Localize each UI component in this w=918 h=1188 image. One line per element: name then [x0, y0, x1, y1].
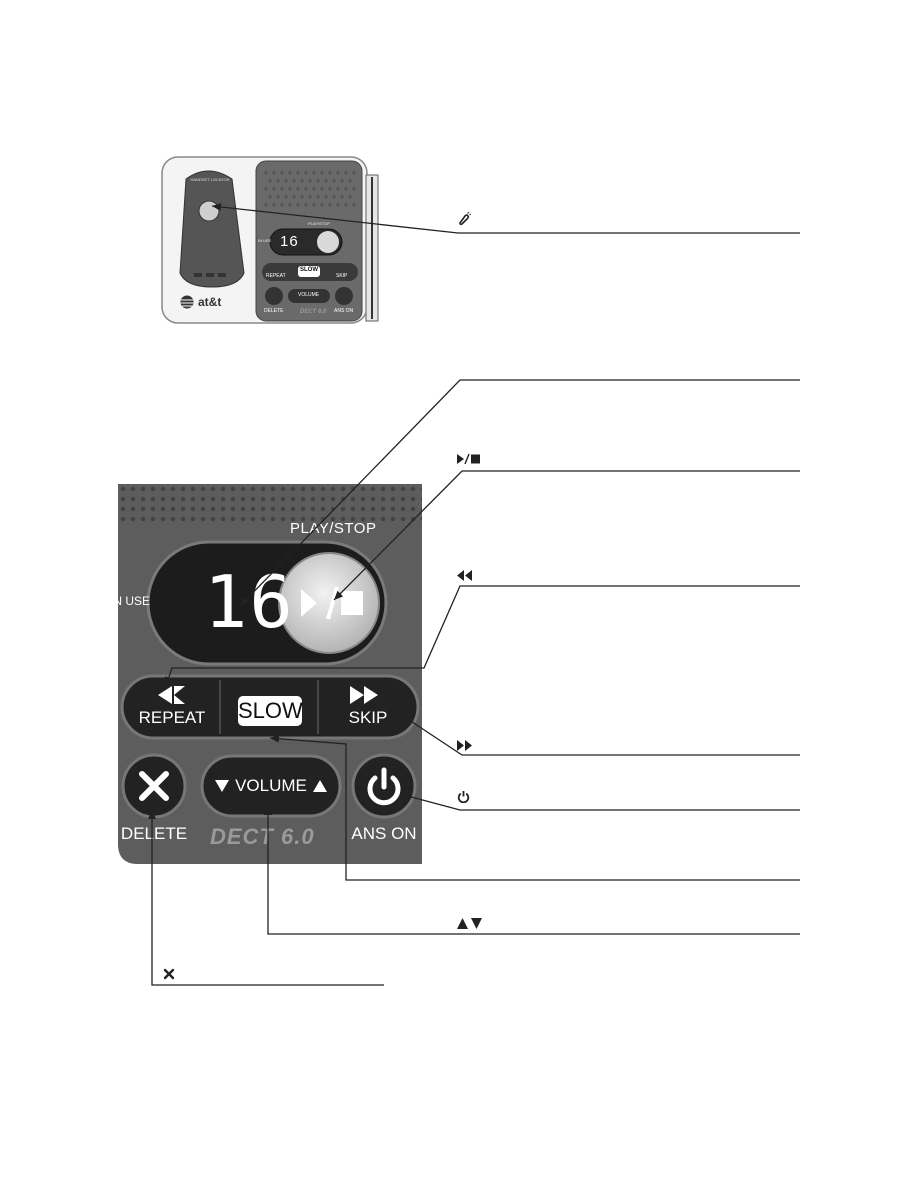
handset-locator-icon	[459, 211, 472, 226]
callout-line-slow	[269, 734, 800, 881]
callout-icon-volume	[457, 916, 483, 934]
answer-on-button[interactable]	[354, 756, 414, 816]
small-delete-label: DELETE	[264, 308, 284, 314]
att-brand-logo: at&t	[180, 295, 221, 309]
small-slow-label[interactable]: SLOW	[300, 267, 318, 273]
callout-line-play	[333, 470, 800, 601]
delete-label: DELETE	[120, 824, 188, 843]
power-icon	[457, 791, 470, 804]
callout-icon-delete	[163, 967, 175, 985]
volume-down-icon	[215, 780, 230, 792]
small-volume-label[interactable]: VOLUME	[298, 292, 320, 298]
skip-icon	[350, 686, 378, 704]
volume-button[interactable]: VOLUME	[204, 758, 338, 814]
delete-icon	[139, 771, 169, 801]
small-repeat-label[interactable]: REPEAT	[266, 273, 286, 279]
att-brand-text: at&t	[198, 295, 222, 309]
att-globe-icon	[180, 295, 194, 309]
skip-button[interactable]: SKIP	[320, 678, 416, 736]
repeat-label: REPEAT	[138, 708, 206, 727]
skip-label: SKIP	[348, 708, 388, 727]
power-icon	[367, 767, 401, 806]
callout-icon-play-stop	[456, 452, 482, 470]
callout-icon-locator	[457, 211, 472, 231]
repeat-button[interactable]: REPEAT	[124, 678, 220, 736]
small-play-stop-label: PLAY/STOP	[308, 221, 330, 226]
callout-icon-power	[457, 790, 470, 808]
callout-line-repeat	[165, 585, 800, 687]
base-unit-illustration	[161, 156, 379, 324]
delete-icon	[163, 968, 175, 980]
small-dect-logo: DECT 6.0	[300, 309, 327, 315]
small-skip-label[interactable]: SKIP	[336, 273, 348, 279]
small-in-use-label: IN USE	[258, 238, 272, 243]
callout-line-counter	[239, 379, 800, 607]
callout-line-volume	[264, 806, 800, 935]
skip-icon	[457, 740, 472, 751]
base-unit-overview: HANDSET LOCATOR PLAY/STOP IN USE 16 REPE…	[160, 155, 385, 325]
slow-button[interactable]: SLOW	[238, 696, 303, 726]
repeat-icon	[457, 570, 472, 581]
volume-icon	[457, 918, 482, 929]
volume-up-icon	[312, 780, 327, 792]
callout-line-delete	[148, 810, 384, 986]
repeat-icon	[158, 686, 185, 704]
dect-logo: DECT 6.0	[210, 824, 315, 849]
callout-line-locator	[211, 203, 800, 234]
delete-button[interactable]	[124, 756, 184, 816]
small-counter-display: 16	[280, 233, 299, 250]
callout-icon-skip	[457, 738, 473, 756]
small-handset-locator-label: HANDSET LOCATOR	[190, 177, 230, 182]
ans-on-label: ANS ON	[351, 824, 417, 843]
slow-label: SLOW	[238, 698, 303, 723]
small-ans-on-label: ANS ON	[334, 308, 354, 314]
callout-line-skip	[387, 705, 800, 756]
in-use-label: IN USE	[118, 594, 151, 608]
play-stop-icon	[457, 453, 480, 465]
callout-icon-repeat	[457, 568, 473, 586]
callout-line-power	[399, 792, 800, 811]
volume-label: VOLUME	[235, 776, 307, 795]
